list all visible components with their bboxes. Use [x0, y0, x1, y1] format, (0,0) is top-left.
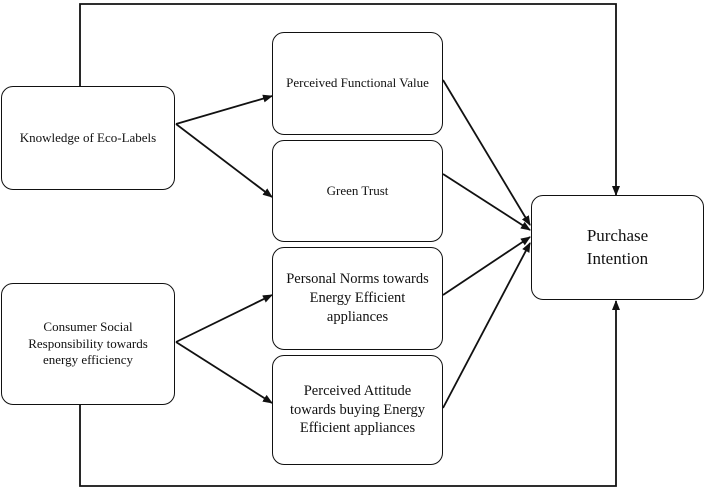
- node-label: Green Trust: [326, 182, 389, 198]
- node-personal-norms: Personal Norms towards Energy Efficient …: [272, 247, 443, 350]
- edge-csr-to-personal-norms: [175, 294, 273, 343]
- edge-knowledge-to-purchase-intention: [79, 3, 620, 196]
- node-perceived-attitude: Perceived Attitude towards buying Energy…: [272, 355, 443, 465]
- edge-green-trust-to-purchase-intention: [442, 173, 531, 231]
- edge-functional-value-to-purchase-intention: [442, 79, 531, 226]
- node-label: Perceived Attitude towards buying Energy…: [289, 382, 426, 437]
- node-label: Perceived Functional Value: [286, 75, 429, 91]
- edge-csr-to-attitude: [175, 341, 273, 404]
- node-label: Personal Norms towards Energy Efficient …: [286, 271, 429, 325]
- node-consumer-social-responsibility: Consumer Social Responsibility towards e…: [1, 283, 175, 405]
- node-green-trust: Green Trust: [272, 140, 443, 242]
- node-knowledge-of-eco-labels: Knowledge of Eco-Labels: [1, 86, 175, 190]
- edge-csr-to-purchase-intention: [79, 300, 620, 487]
- node-label: Consumer Social Responsibility towards e…: [28, 318, 148, 368]
- node-perceived-functional-value: Perceived Functional Value: [272, 32, 443, 135]
- edge-knowledge-to-green-trust: [175, 123, 273, 198]
- edge-knowledge-to-functional-value: [175, 94, 273, 125]
- node-label: Purchase Intention: [586, 226, 649, 268]
- node-purchase-intention: Purchase Intention: [531, 195, 704, 300]
- edge-personal-norms-to-purchase-intention: [442, 236, 531, 296]
- node-label: Knowledge of Eco-Labels: [19, 129, 157, 145]
- edge-attitude-to-purchase-intention: [442, 242, 531, 409]
